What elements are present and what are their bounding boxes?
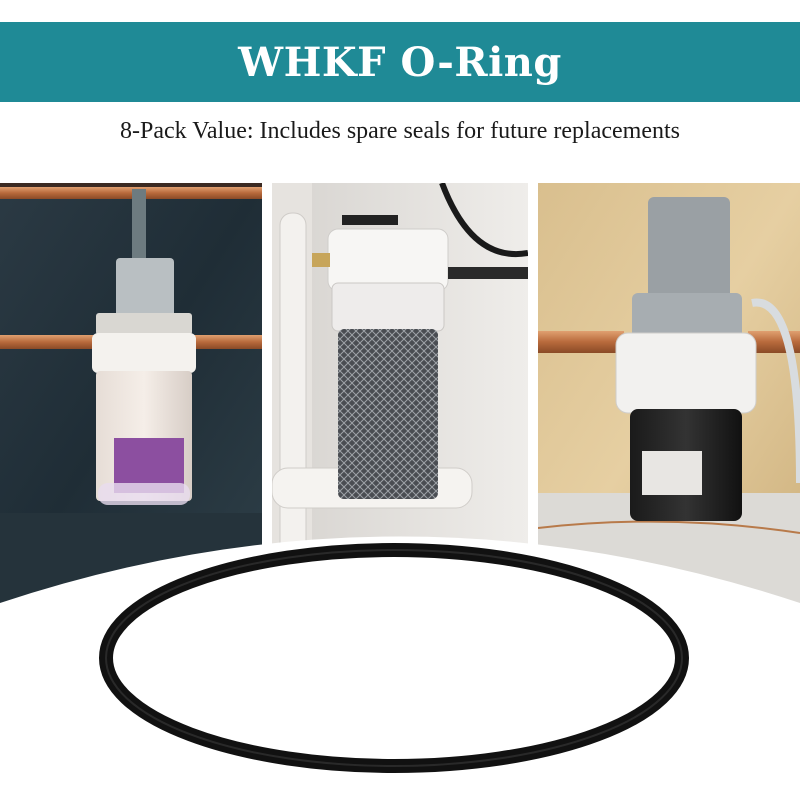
page-title: WHKF O-Ring [238,38,562,86]
title-banner: WHKF O-Ring [0,22,800,102]
photo-under-sink-install [272,183,528,603]
subtitle-text: 8-Pack Value: Includes spare seals for f… [119,118,680,144]
photo-copper-pipe-install [0,183,262,603]
installation-photos [0,183,800,603]
photo-bracket-install [538,183,800,603]
